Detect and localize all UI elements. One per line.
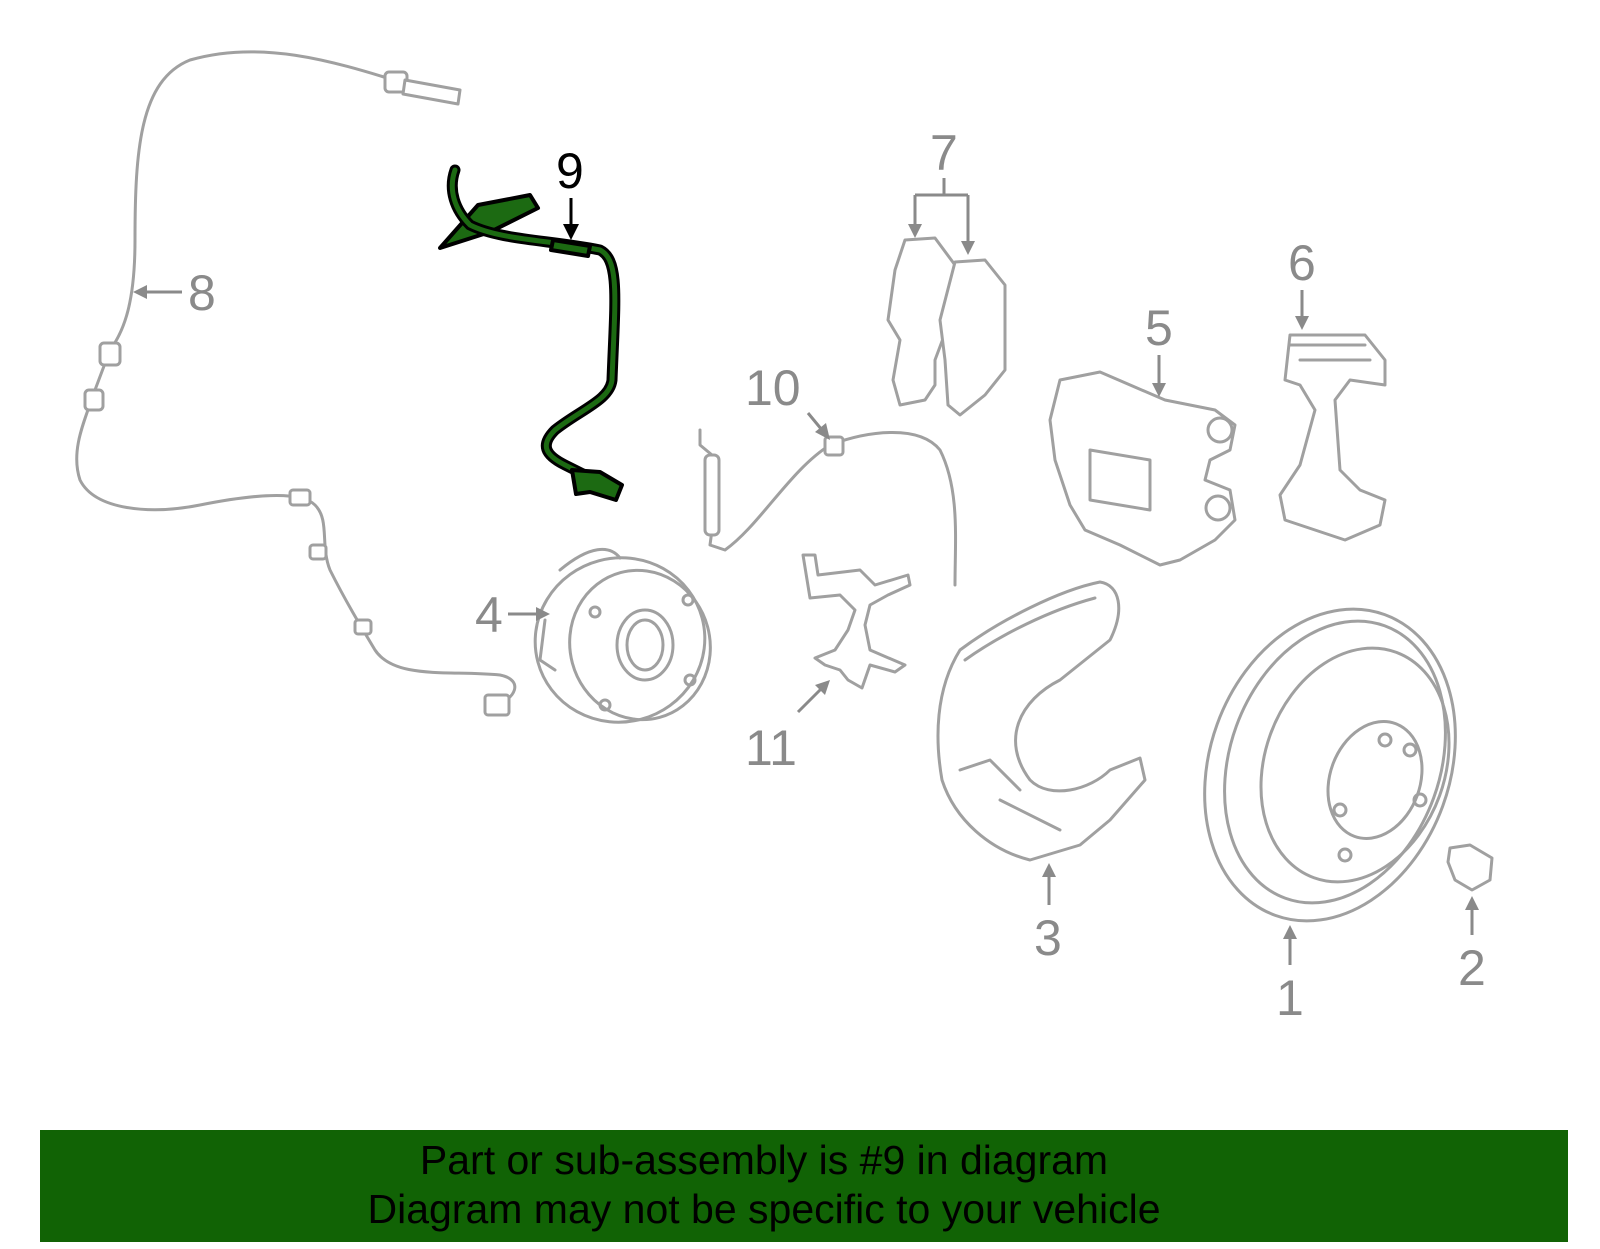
- callout-label-7: 7: [930, 125, 958, 181]
- callout-10: 10: [745, 360, 830, 440]
- callout-2: 2: [1458, 896, 1486, 996]
- part-4-wheel-hub[interactable]: [517, 539, 727, 741]
- banner-disclaimer: Diagram may not be specific to your vehi…: [367, 1186, 1161, 1232]
- part-11-bracket[interactable]: [801, 553, 912, 690]
- part-8-sensor-wire[interactable]: [75, 50, 517, 717]
- part-9-wheel-speed-sensor[interactable]: [438, 164, 624, 502]
- disclaimer-banner: Part or sub-assembly is #9 in diagram Di…: [40, 1130, 1568, 1242]
- callout-4: 4: [475, 587, 550, 643]
- part-7-brake-pads[interactable]: [886, 236, 1007, 417]
- callout-11: 11: [745, 680, 830, 776]
- callout-8: 8: [133, 265, 216, 321]
- banner-part-note: Part or sub-assembly is #9 in diagram: [419, 1137, 1109, 1183]
- part-5-brake-caliper[interactable]: [1048, 370, 1237, 567]
- callout-6: 6: [1288, 235, 1316, 330]
- callout-3: 3: [1034, 863, 1062, 966]
- callout-label-10: 10: [745, 360, 801, 416]
- callout-1: 1: [1276, 925, 1304, 1026]
- callout-7: 7: [908, 125, 975, 255]
- callout-5: 5: [1145, 300, 1173, 397]
- callout-9: 9: [556, 143, 584, 240]
- part-10-wear-sensor[interactable]: [698, 428, 958, 587]
- part-2-screw[interactable]: [1446, 843, 1494, 892]
- part-1-brake-rotor[interactable]: [1163, 574, 1498, 957]
- callout-label-1: 1: [1276, 970, 1304, 1026]
- callout-label-9: 9: [556, 143, 584, 199]
- callout-label-11: 11: [745, 720, 797, 776]
- callout-label-6: 6: [1288, 235, 1316, 291]
- part-6-caliper-bracket[interactable]: [1278, 333, 1387, 542]
- callout-label-3: 3: [1034, 910, 1062, 966]
- callout-label-4: 4: [475, 587, 503, 643]
- callout-label-8: 8: [188, 265, 216, 321]
- callout-label-5: 5: [1145, 300, 1173, 356]
- callout-label-2: 2: [1458, 940, 1486, 996]
- part-3-splash-shield[interactable]: [936, 580, 1147, 862]
